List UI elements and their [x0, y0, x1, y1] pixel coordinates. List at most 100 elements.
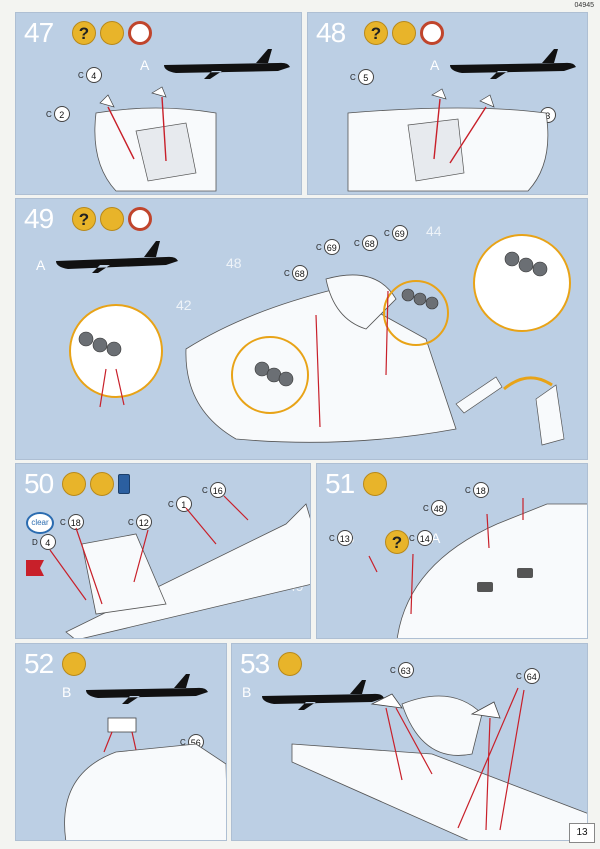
step-50-panel: 50 clear C 18 C 12 C 1 C 16 D 4 49 — [15, 463, 311, 639]
callout-c4: C 4 — [78, 67, 102, 83]
part-number: 14 — [416, 530, 433, 546]
part-number: 64 — [523, 668, 540, 684]
clock-icon — [128, 207, 152, 231]
view-letter: B — [62, 684, 72, 700]
callout-c16: C 16 — [202, 482, 226, 498]
gear-strut-detail — [455, 376, 565, 446]
callout-c2: C 2 — [46, 106, 70, 122]
step-51-panel: 51 B A C 18 C 48 C 13 C 14 ? 50 — [316, 463, 588, 639]
callout-c12: C 12 — [128, 514, 152, 530]
paint-jar-icon — [118, 474, 130, 494]
callout-c18: C 18 — [60, 514, 84, 530]
step-number: 52 — [24, 648, 54, 679]
aircraft-silhouette — [450, 49, 576, 79]
part-prefix: C — [354, 238, 360, 248]
decal-flag-icon — [26, 560, 44, 576]
part-prefix: C — [60, 517, 66, 527]
callout-c13: C 13 — [329, 530, 353, 546]
part-number: 69 — [391, 225, 408, 241]
step-icons: ? — [72, 21, 152, 45]
assembly-arrow — [433, 98, 487, 164]
view-letter: B — [242, 684, 252, 700]
part-prefix: C — [423, 503, 429, 513]
aircraft-silhouette — [56, 241, 178, 273]
question-icon: ? — [72, 21, 96, 45]
wing-outline — [185, 288, 457, 443]
fuselage-outline — [396, 503, 587, 638]
rotate-arrow — [503, 376, 553, 391]
part-56 — [107, 717, 137, 733]
part-prefix: C — [202, 485, 208, 495]
part-prefix: C — [350, 72, 356, 82]
view-letter: A — [140, 57, 150, 73]
engine-nacelle — [401, 695, 483, 756]
part-prefix: C — [46, 109, 52, 119]
step-number: 51 — [325, 468, 355, 499]
part-prefix: C — [390, 665, 396, 675]
detail-magnifier — [383, 280, 449, 346]
part-number: 5 — [357, 69, 374, 85]
part-prefix: C — [128, 517, 134, 527]
step-49-panel: 49 ? A 48 44 42 C 68 C 69 C 68 C 69 — [15, 198, 588, 460]
gear-door-part — [370, 693, 403, 709]
part-prefix: D — [32, 537, 38, 547]
step-48-drawing — [347, 49, 576, 192]
callout-c69: C 69 — [384, 225, 408, 241]
assembly-arrow — [385, 687, 525, 831]
view-letter: A — [430, 57, 440, 73]
step-icons — [62, 652, 86, 676]
glue-icon — [62, 652, 86, 676]
assembly-arrow — [368, 498, 524, 615]
step-52-drawing — [64, 674, 226, 840]
part-prefix: C — [329, 533, 335, 543]
gear-door-part — [479, 94, 495, 108]
step-49-drawing — [56, 234, 571, 446]
landing-gear-wheels — [78, 251, 548, 387]
paint-icon — [90, 472, 114, 496]
step-number: 50 — [24, 468, 54, 499]
part-number: 4 — [39, 534, 56, 550]
part-prefix: C — [78, 70, 84, 80]
callout-c68: C 68 — [284, 265, 308, 281]
clock-icon — [420, 21, 444, 45]
aircraft-silhouette — [262, 680, 384, 710]
part-prefix: C — [316, 242, 322, 252]
gear-door-part — [470, 701, 501, 719]
view-letter: A — [36, 257, 46, 273]
assembly-arrow — [107, 96, 167, 162]
gear-door-part — [99, 94, 115, 108]
part-number: 13 — [336, 530, 353, 546]
part-prefix: C — [384, 228, 390, 238]
step-icons — [62, 472, 130, 496]
engine-nacelle — [325, 274, 397, 330]
page-number: 13 — [569, 823, 595, 843]
part-prefix: C — [180, 737, 186, 747]
part-prefix: C — [465, 485, 471, 495]
sub-assembly-44: 44 — [426, 223, 442, 239]
step-50-drawing — [26, 495, 310, 638]
callout-c69: C 69 — [316, 239, 340, 255]
part-number: 1 — [175, 496, 192, 512]
glue-icon — [100, 207, 124, 231]
part-number: 2 — [53, 106, 70, 122]
part-number: 69 — [323, 239, 340, 255]
glue-icon — [392, 21, 416, 45]
part-number: 68 — [361, 235, 378, 251]
step-52-panel: 52 B C 56 — [15, 643, 227, 841]
fuselage-outline — [64, 743, 226, 840]
part-number: 16 — [209, 482, 226, 498]
step-number: 47 — [24, 17, 54, 48]
step-number: 48 — [316, 17, 346, 48]
callout-c5: C 5 — [350, 69, 374, 85]
part-number: 48 — [430, 500, 447, 516]
part-number: 12 — [135, 514, 152, 530]
gear-door-part — [151, 86, 167, 98]
callout-c64: C 64 — [516, 668, 540, 684]
glue-icon — [62, 472, 86, 496]
step-51-drawing — [368, 498, 587, 638]
callout-c1: C 1 — [168, 496, 192, 512]
assembly-arrow — [49, 495, 249, 605]
part-number: 68 — [291, 265, 308, 281]
assembly-arrow — [99, 290, 389, 428]
part-number: 18 — [67, 514, 84, 530]
